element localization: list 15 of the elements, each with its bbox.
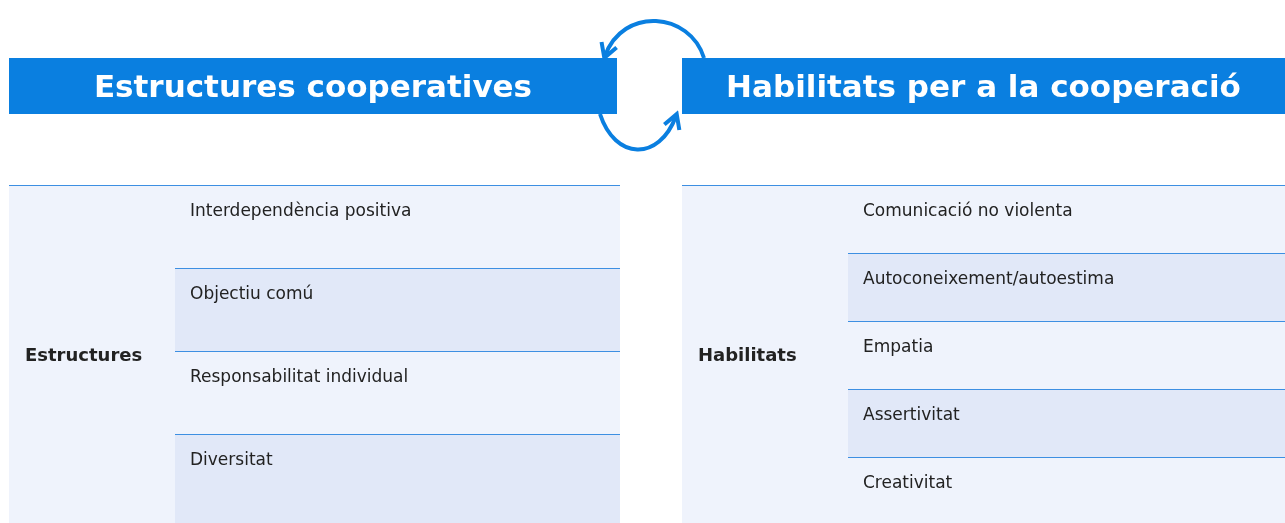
curved-arrow [601, 19, 706, 60]
table-cell: Objectiu comú [175, 268, 620, 351]
table-cell: Creativitat [848, 457, 1285, 523]
table-cell: Assertivitat [848, 389, 1285, 457]
table-cell: Autoconeixement/autoestima [848, 253, 1285, 321]
title-banner: Estructures cooperatives [9, 58, 617, 114]
table-cell: Interdependència positiva [175, 185, 620, 268]
table-cell: Comunicació no violenta [848, 185, 1285, 253]
table-cell: Empatia [848, 321, 1285, 389]
table-cell: Diversitat [175, 434, 620, 523]
row-header: Habilitats [682, 185, 848, 523]
table-cell: Responsabilitat individual [175, 351, 620, 434]
curved-arrow [598, 112, 681, 152]
title-banner: Habilitats per a la cooperació [682, 58, 1285, 114]
row-header: Estructures [9, 185, 175, 523]
